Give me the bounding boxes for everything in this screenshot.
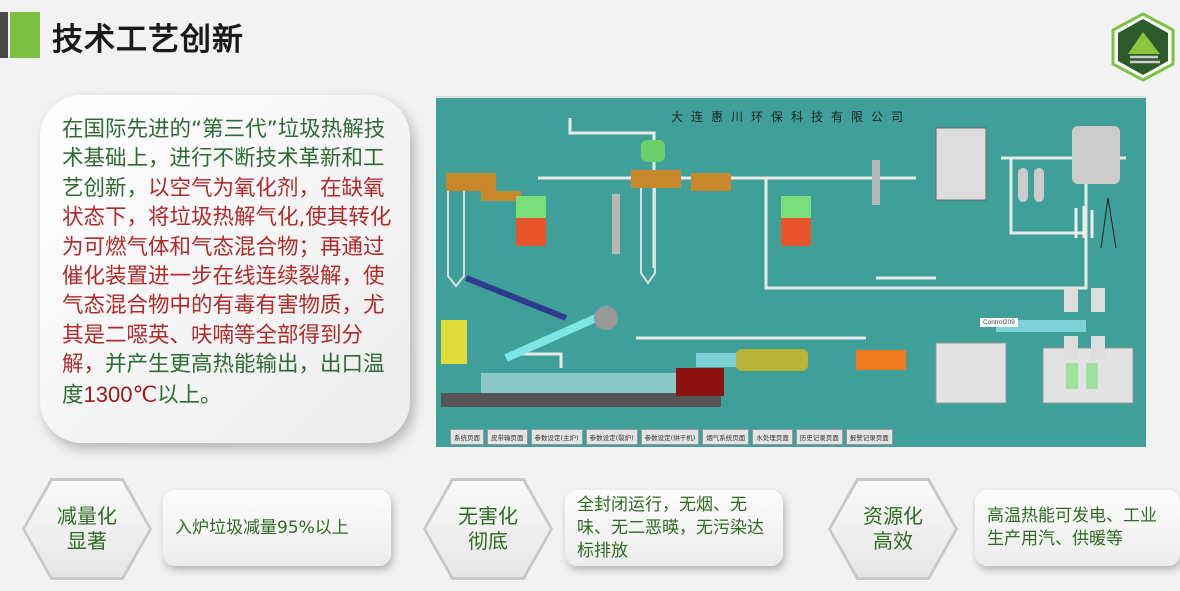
scada-nav-button[interactable]: 参数设定(烘干机) bbox=[640, 429, 700, 445]
feature-badge-reduction: 减量化显著 bbox=[22, 478, 152, 580]
feature-desc-resource: 高温热能可发电、工业生产用汽、供暖等 bbox=[975, 490, 1180, 566]
scada-nav-button[interactable]: 水处理页面 bbox=[752, 429, 793, 445]
intro-text-card: 在国际先进的“第三代”垃圾热解技术基础上，进行不断技术革新和工艺创新，以空气为氧… bbox=[40, 95, 410, 443]
intro-segment: 以上。 bbox=[157, 382, 222, 408]
feature-desc: 全封闭运行，无烟、无味、无二恶暎，无污染达标排放 bbox=[577, 494, 764, 561]
intro-segment: 并产生更高热能输出，出口温度 bbox=[62, 352, 385, 408]
feature-subtitle: 彻底 bbox=[468, 529, 508, 553]
intro-segment: 1300℃ bbox=[83, 381, 158, 407]
feature-badge-harmless: 无害化彻底 bbox=[423, 478, 553, 580]
feature-desc: 高温热能可发电、工业生产用汽、供暖等 bbox=[987, 506, 1157, 549]
title-bar-dark bbox=[0, 12, 8, 58]
intro-paragraph: 在国际先进的“第三代”垃圾热解技术基础上，进行不断技术革新和工艺创新，以空气为氧… bbox=[62, 117, 391, 408]
scada-nav-button[interactable]: 历史记录页面 bbox=[795, 429, 843, 445]
control-label: Control209 bbox=[980, 318, 1018, 327]
feature-subtitle: 高效 bbox=[873, 529, 913, 553]
title-bar-accent bbox=[10, 12, 40, 58]
scada-nav-button[interactable]: 报警记录页面 bbox=[845, 429, 893, 445]
scada-nav-button[interactable]: 皮带输页面 bbox=[487, 429, 528, 445]
page-title: 技术工艺创新 bbox=[52, 22, 244, 58]
scada-nav-button[interactable]: 系统页面 bbox=[450, 429, 484, 445]
scada-nav-button[interactable]: 参数设定(主炉) bbox=[530, 429, 583, 445]
company-logo-icon bbox=[1111, 12, 1175, 82]
intro-segment: 以空气为氧化剂，在缺氧状态下，将垃圾热解气化,使其转化为可燃气体和气态混合物；再… bbox=[62, 175, 392, 378]
feature-badge-resource: 资源化高效 bbox=[828, 478, 958, 580]
feature-subtitle: 显著 bbox=[67, 529, 107, 553]
feature-desc-harmless: 全封闭运行，无烟、无味、无二恶暎，无污染达标排放 bbox=[565, 490, 783, 566]
intro-segment: 在国际先进的“第三代”垃圾热解技术基础上，进行不断技术革新和工艺创新， bbox=[62, 117, 386, 201]
process-flow-graphic bbox=[441, 118, 1134, 407]
feature-title: 减量化 bbox=[57, 504, 117, 528]
scada-nav-button[interactable]: 烟气系统页面 bbox=[702, 429, 750, 445]
feature-desc: 入炉垃圾减量95%以上 bbox=[175, 517, 349, 538]
scada-nav-buttons: 系统页面皮带输页面参数设定(主炉)参数设定(裂炉)参数设定(烘干机)烟气系统页面… bbox=[450, 429, 893, 445]
feature-title: 资源化 bbox=[863, 504, 923, 528]
feature-title: 无害化 bbox=[458, 504, 518, 528]
scada-nav-button[interactable]: 参数设定(裂炉) bbox=[585, 429, 638, 445]
scada-process-diagram: 大连惠川环保科技有限公司 Control209 系统页面皮带输页面参数设定(主炉… bbox=[436, 96, 1146, 447]
feature-desc-reduction: 入炉垃圾减量95%以上 bbox=[163, 490, 391, 566]
scada-company-name: 大连惠川环保科技有限公司 bbox=[670, 110, 911, 124]
